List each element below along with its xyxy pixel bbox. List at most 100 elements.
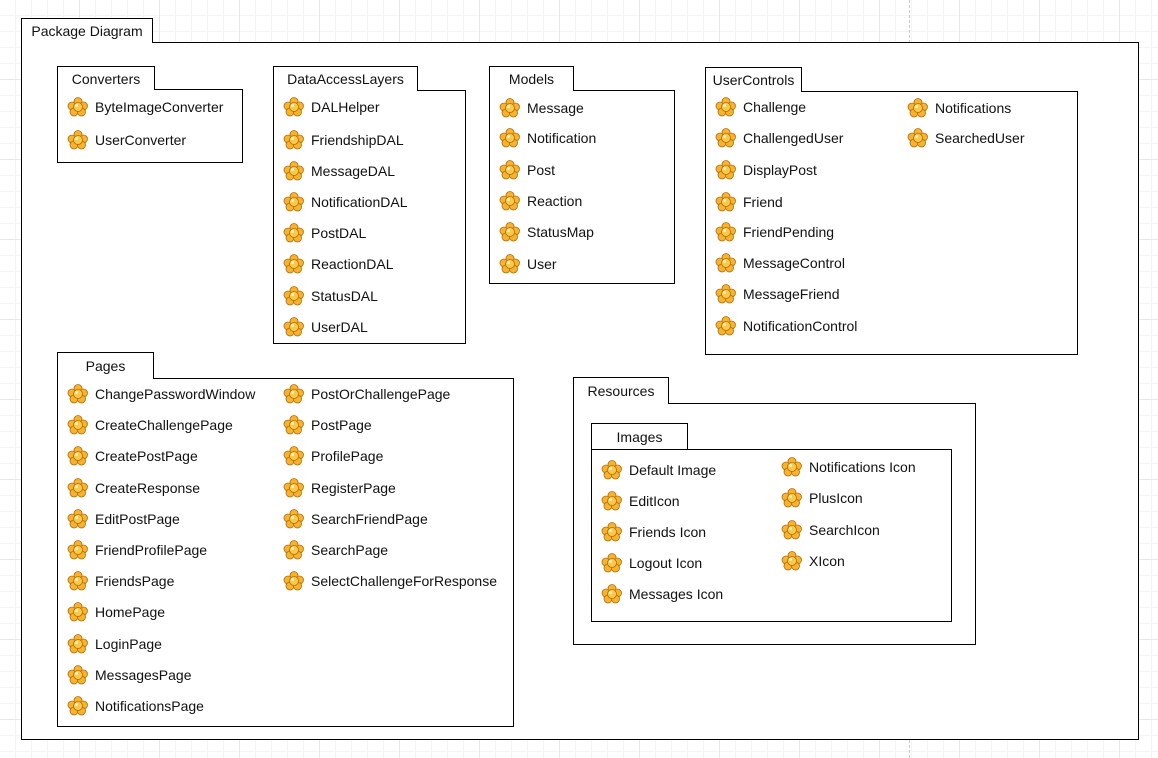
class-item[interactable]: DALHelper bbox=[283, 97, 379, 117]
class-item-label: Message bbox=[527, 100, 584, 116]
class-item[interactable]: SelectChallengeForResponse bbox=[283, 571, 497, 591]
class-item-label: PostPage bbox=[311, 417, 372, 433]
class-item-label: HomePage bbox=[95, 604, 166, 620]
package-class-icon bbox=[907, 128, 928, 148]
class-item[interactable]: Post bbox=[499, 160, 555, 180]
class-item[interactable]: RegisterPage bbox=[283, 478, 396, 498]
package-class-icon bbox=[67, 478, 88, 498]
package-usercontrols[interactable] bbox=[705, 91, 1078, 355]
class-item[interactable]: ProfilePage bbox=[283, 446, 383, 466]
class-item-label: MessageControl bbox=[743, 255, 845, 271]
package-class-icon bbox=[67, 509, 88, 529]
class-item[interactable]: MessageDAL bbox=[283, 161, 395, 181]
class-item[interactable]: EditIcon bbox=[601, 491, 680, 511]
package-dal-tab[interactable]: DataAccessLayers bbox=[273, 66, 418, 91]
class-item[interactable]: StatusDAL bbox=[283, 286, 378, 306]
class-item[interactable]: NotificationControl bbox=[715, 316, 857, 336]
class-item[interactable]: DisplayPost bbox=[715, 160, 817, 180]
class-item[interactable]: PlusIcon bbox=[781, 488, 863, 508]
class-item[interactable]: PostDAL bbox=[283, 223, 366, 243]
class-item[interactable]: User bbox=[499, 254, 557, 274]
class-item[interactable]: Challenge bbox=[715, 97, 806, 117]
package-class-icon bbox=[283, 509, 304, 529]
package-class-icon bbox=[499, 191, 520, 211]
class-item[interactable]: CreateResponse bbox=[67, 478, 200, 498]
package-converters-tab[interactable]: Converters bbox=[57, 66, 155, 90]
class-item[interactable]: FriendProfilePage bbox=[67, 540, 207, 560]
package-class-icon bbox=[67, 696, 88, 716]
class-item[interactable]: FriendPending bbox=[715, 222, 834, 242]
class-item[interactable]: Friends Icon bbox=[601, 522, 706, 542]
class-item[interactable]: PostOrChallengePage bbox=[283, 384, 450, 404]
class-item[interactable]: LoginPage bbox=[67, 634, 162, 654]
package-class-icon bbox=[601, 491, 622, 511]
class-item-label: StatusMap bbox=[527, 224, 594, 240]
class-item-label: FriendshipDAL bbox=[311, 132, 404, 148]
class-item[interactable]: Reaction bbox=[499, 191, 582, 211]
class-item[interactable]: Messages Icon bbox=[601, 584, 723, 604]
class-item-label: User bbox=[527, 256, 557, 272]
package-resources-tab[interactable]: Resources bbox=[573, 377, 669, 404]
package-dal[interactable] bbox=[273, 90, 466, 344]
class-item[interactable]: SearchedUser bbox=[907, 128, 1025, 148]
package-pages-tab[interactable]: Pages bbox=[57, 352, 154, 379]
class-item[interactable]: Default Image bbox=[601, 460, 716, 480]
class-item[interactable]: MessageFriend bbox=[715, 284, 840, 304]
package-class-icon bbox=[283, 192, 304, 212]
class-item-label: Notifications bbox=[935, 100, 1012, 116]
class-item[interactable]: Notifications bbox=[907, 98, 1011, 118]
class-item[interactable]: HomePage bbox=[67, 602, 165, 622]
class-item[interactable]: Message bbox=[499, 98, 584, 118]
class-item[interactable]: PostPage bbox=[283, 415, 372, 435]
class-item[interactable]: NotificationDAL bbox=[283, 192, 408, 212]
package-converters[interactable] bbox=[57, 89, 243, 163]
class-item-label: MessagesPage bbox=[95, 667, 192, 683]
class-item[interactable]: ReactionDAL bbox=[283, 254, 394, 274]
package-class-icon bbox=[67, 571, 88, 591]
class-item[interactable]: SearchIcon bbox=[781, 520, 880, 540]
class-item[interactable]: ChangePasswordWindow bbox=[67, 384, 255, 404]
class-item[interactable]: CreateChallengePage bbox=[67, 415, 233, 435]
class-item[interactable]: SearchPage bbox=[283, 540, 388, 560]
class-item[interactable]: NotificationsPage bbox=[67, 696, 204, 716]
class-item[interactable]: ChallengedUser bbox=[715, 128, 843, 148]
class-item-label: ByteImageConverter bbox=[95, 99, 224, 115]
package-images[interactable] bbox=[591, 449, 952, 622]
package-models[interactable] bbox=[489, 90, 675, 284]
class-item[interactable]: SearchFriendPage bbox=[283, 509, 428, 529]
class-item[interactable]: Notifications Icon bbox=[781, 457, 916, 477]
class-item[interactable]: MessageControl bbox=[715, 253, 845, 273]
diagram-title-tab[interactable]: Package Diagram bbox=[21, 18, 153, 43]
class-item[interactable]: ByteImageConverter bbox=[67, 97, 223, 117]
class-item[interactable]: EditPostPage bbox=[67, 509, 180, 529]
package-class-icon bbox=[283, 254, 304, 274]
package-class-icon bbox=[715, 128, 736, 148]
class-item[interactable]: Friend bbox=[715, 192, 783, 212]
class-item[interactable]: Notification bbox=[499, 128, 596, 148]
package-class-icon bbox=[715, 97, 736, 117]
package-class-icon bbox=[283, 571, 304, 591]
package-models-tab[interactable]: Models bbox=[489, 66, 574, 91]
class-item-label: UserDAL bbox=[311, 319, 368, 335]
class-item[interactable]: Logout Icon bbox=[601, 553, 702, 573]
class-item[interactable]: UserConverter bbox=[67, 130, 186, 150]
package-class-icon bbox=[601, 460, 622, 480]
class-item[interactable]: MessagesPage bbox=[67, 665, 192, 685]
package-usercontrols-tab[interactable]: UserControls bbox=[705, 67, 802, 92]
package-class-icon bbox=[907, 98, 928, 118]
class-item-label: NotificationsPage bbox=[95, 698, 204, 714]
package-class-icon bbox=[499, 222, 520, 242]
class-item[interactable]: CreatePostPage bbox=[67, 446, 198, 466]
package-class-icon bbox=[283, 286, 304, 306]
package-class-icon bbox=[715, 160, 736, 180]
package-class-icon bbox=[499, 160, 520, 180]
class-item[interactable]: FriendsPage bbox=[67, 571, 174, 591]
class-item[interactable]: FriendshipDAL bbox=[283, 130, 404, 150]
class-item[interactable]: UserDAL bbox=[283, 317, 368, 337]
package-class-icon bbox=[67, 540, 88, 560]
class-item[interactable]: StatusMap bbox=[499, 222, 594, 242]
class-item[interactable]: XIcon bbox=[781, 551, 845, 571]
class-item-label: PostOrChallengePage bbox=[311, 386, 451, 402]
package-class-icon bbox=[283, 97, 304, 117]
package-images-tab[interactable]: Images bbox=[591, 423, 688, 450]
